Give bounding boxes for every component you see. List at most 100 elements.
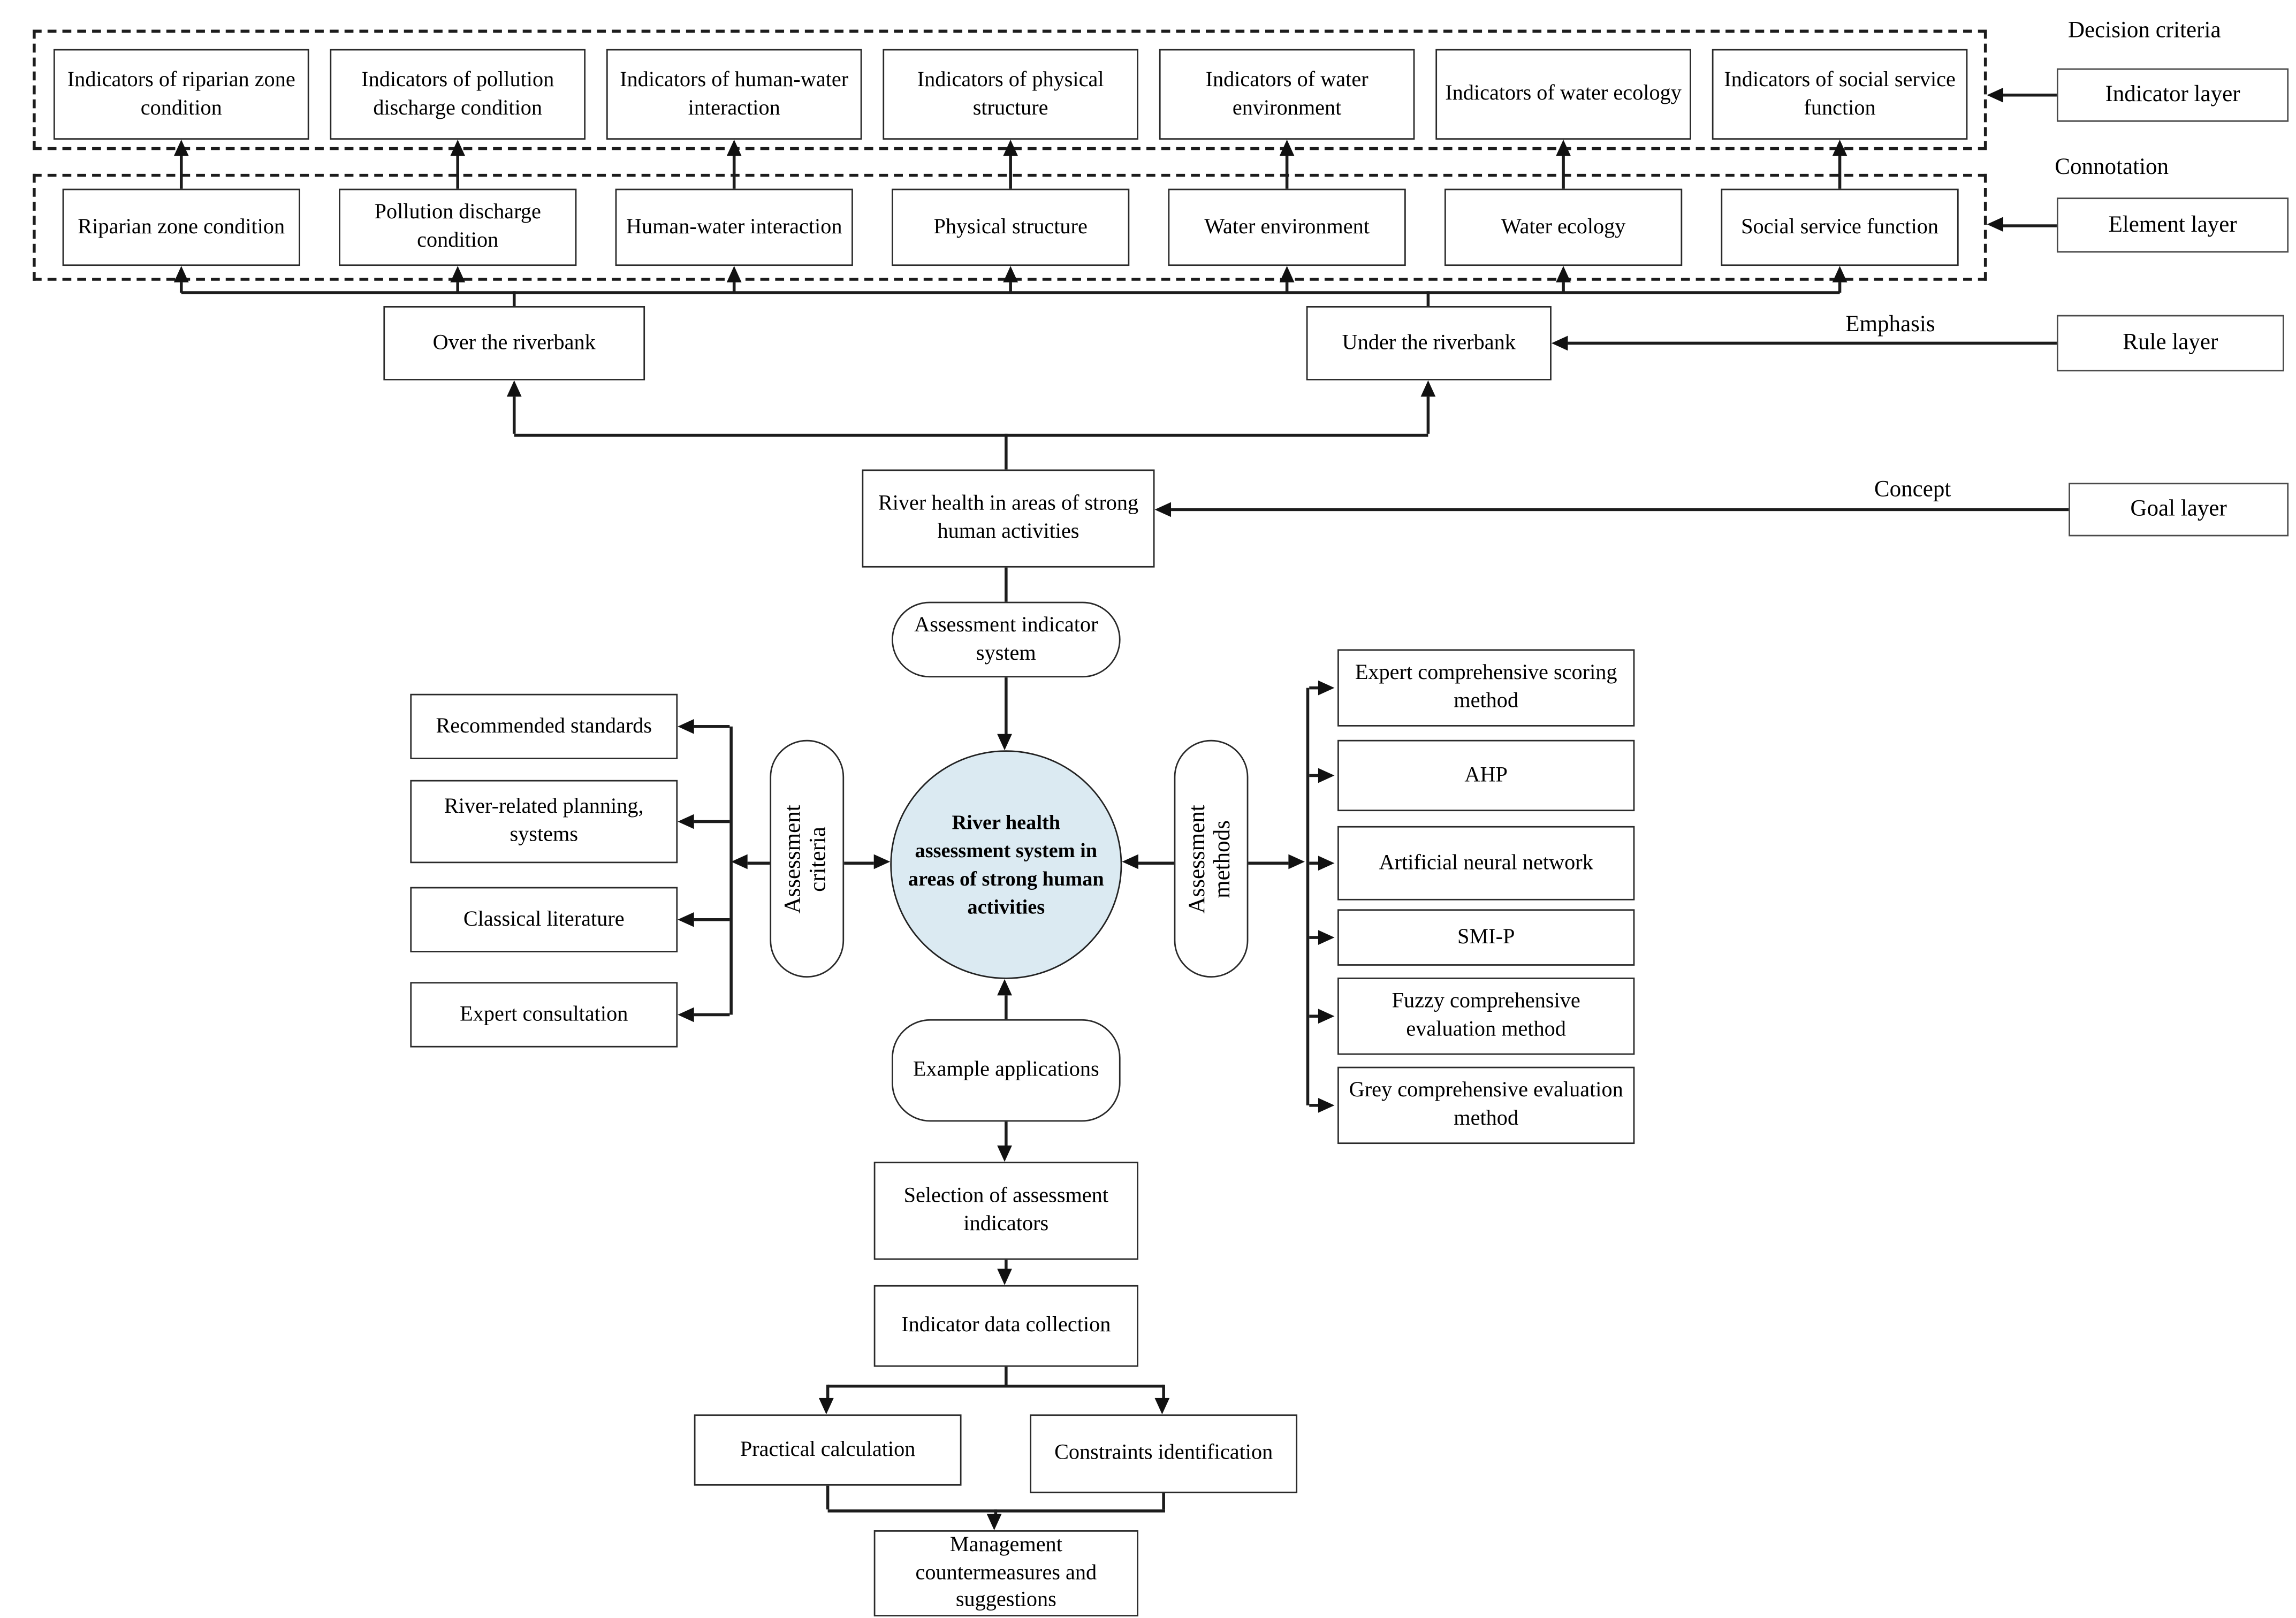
arrowhead-up xyxy=(173,140,188,156)
arrowhead-left xyxy=(678,912,694,927)
arrowhead-up xyxy=(996,979,1012,996)
criteria-box-standards: Recommended standards xyxy=(410,693,678,759)
data-collection-box: Indicator data collection xyxy=(873,1285,1138,1367)
arrowhead-down xyxy=(1154,1398,1169,1415)
connector-line xyxy=(1838,282,1841,293)
indicator-box-humanwater: Indicators of human-water interaction xyxy=(606,49,862,140)
element-box-pollution: Pollution discharge condition xyxy=(339,188,577,266)
method-box-expert-scoring: Expert comprehensive scoring method xyxy=(1337,649,1635,727)
connector-line xyxy=(2003,224,2057,227)
connector-line xyxy=(694,820,730,823)
connector-line xyxy=(1309,774,1320,777)
arrowhead-left xyxy=(1122,854,1138,869)
arrowhead-down xyxy=(996,734,1012,751)
indicator-layer-box: Indicator layer xyxy=(2056,68,2289,122)
element-box-social: Social service function xyxy=(1721,188,1959,266)
connector-line xyxy=(694,1013,730,1016)
arrowhead-up xyxy=(449,266,465,283)
criteria-stadium-label: Assessment criteria xyxy=(781,804,832,913)
connector-line xyxy=(1426,396,1430,434)
arrowhead-down xyxy=(996,1145,1012,1162)
management-box: Management countermeasures and suggestio… xyxy=(873,1530,1138,1617)
connector-line xyxy=(1005,1260,1007,1271)
over-riverbank-box: Over the riverbank xyxy=(383,306,645,380)
connector-line xyxy=(732,154,735,189)
arrowhead-right xyxy=(1318,680,1335,696)
connector-line xyxy=(512,396,515,434)
arrowhead-up xyxy=(1555,140,1570,156)
element-layer-box: Element layer xyxy=(2056,197,2289,253)
connector-bracket xyxy=(729,726,733,1015)
goal-layer-box: Goal layer xyxy=(2069,483,2289,537)
connector-line xyxy=(1309,686,1320,689)
arrowhead-up xyxy=(506,380,521,397)
connector-line xyxy=(1562,154,1564,189)
method-box-smip: SMI-P xyxy=(1337,909,1635,966)
emphasis-label: Emphasis xyxy=(1845,312,1935,338)
arrowhead-up xyxy=(1555,266,1570,283)
connector-line xyxy=(1309,1014,1320,1018)
arrowhead-right xyxy=(1318,930,1335,945)
connector-line xyxy=(1285,282,1288,293)
arrowhead-left xyxy=(1154,502,1172,517)
arrowhead-up xyxy=(173,266,188,283)
practical-calculation-box: Practical calculation xyxy=(694,1414,962,1486)
arrowhead-up xyxy=(1279,266,1294,283)
arrowhead-up xyxy=(1831,140,1847,156)
element-box-physical: Physical structure xyxy=(892,188,1130,266)
connector-line xyxy=(512,291,515,308)
connector-line xyxy=(826,1485,829,1510)
connector-line xyxy=(1162,1384,1165,1400)
core-ellipse-label: River health assessment system in areas … xyxy=(908,811,1104,919)
connector-line xyxy=(1009,154,1012,189)
connector-line xyxy=(844,861,874,865)
method-box-fuzzy: Fuzzy comprehensive evaluation method xyxy=(1337,978,1635,1055)
connector-bus xyxy=(514,433,1428,437)
connector-line xyxy=(1005,677,1007,736)
connector-line xyxy=(1005,995,1007,1019)
decision-criteria-label: Decision criteria xyxy=(2067,18,2221,43)
indicator-box-environment: Indicators of water environment xyxy=(1159,49,1415,140)
connector-line xyxy=(1005,1121,1007,1147)
connector-line xyxy=(826,1384,829,1400)
connector-line xyxy=(694,725,730,728)
method-box-grey: Grey comprehensive evaluation method xyxy=(1337,1066,1635,1144)
indicator-box-pollution: Indicators of pollution discharge condit… xyxy=(330,49,586,140)
rule-layer-box: Rule layer xyxy=(2056,315,2284,372)
indicator-box-physical: Indicators of physical structure xyxy=(883,49,1138,140)
element-box-humanwater: Human-water interaction xyxy=(615,188,853,266)
arrowhead-up xyxy=(449,140,465,156)
connector-line xyxy=(747,861,770,865)
connector-line xyxy=(1838,154,1841,189)
arrowhead-right xyxy=(1318,768,1335,783)
arrowhead-left xyxy=(731,854,748,869)
connector-line xyxy=(1562,282,1564,293)
goal-concept-box: River health in areas of strong human ac… xyxy=(862,469,1155,568)
connector-line xyxy=(179,282,183,293)
connector-line xyxy=(1248,861,1289,865)
connector-line xyxy=(456,282,459,293)
element-box-riparian: Riparian zone condition xyxy=(62,188,300,266)
arrowhead-down xyxy=(986,1514,1001,1531)
connector-line xyxy=(1426,291,1430,308)
indicator-box-social: Indicators of social service function xyxy=(1712,49,1968,140)
arrowhead-left xyxy=(678,814,694,829)
arrowhead-right xyxy=(1288,854,1305,869)
arrowhead-left xyxy=(1987,217,2003,232)
arrowhead-right xyxy=(873,854,891,869)
arrowhead-up xyxy=(1420,380,1435,397)
arrowhead-left xyxy=(1551,335,1568,351)
criteria-box-planning: River-related planning, systems xyxy=(410,780,678,864)
under-riverbank-box: Under the riverbank xyxy=(1306,306,1552,380)
connector-line xyxy=(2003,93,2057,96)
connector-line xyxy=(1162,1493,1165,1510)
connector-line xyxy=(1138,861,1174,865)
connector-line xyxy=(1009,282,1012,293)
connector-line xyxy=(1309,861,1320,865)
connector-line xyxy=(1171,508,2069,511)
arrowhead-up xyxy=(1002,140,1017,156)
core-ellipse: River health assessment system in areas … xyxy=(890,750,1122,979)
arrowhead-right xyxy=(1318,1097,1335,1113)
example-applications-stadium: Example applications xyxy=(892,1019,1121,1122)
